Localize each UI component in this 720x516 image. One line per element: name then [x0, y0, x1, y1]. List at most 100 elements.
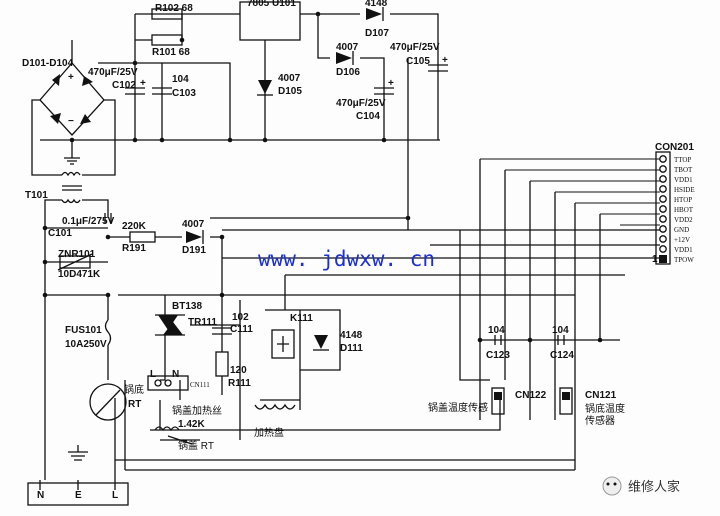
- label-c124: C124: [550, 350, 574, 361]
- wechat-icon-eye: [606, 482, 610, 486]
- label-d107-value: 4148: [365, 0, 388, 9]
- label-d106-value: 4007: [336, 42, 359, 53]
- diode-d105: [257, 80, 273, 96]
- resistor-r191: [129, 231, 156, 243]
- label-d191-value: 4007: [182, 219, 205, 230]
- lid-heater-coil: [154, 426, 180, 432]
- con201-pin-htop-4: HTOP: [674, 196, 692, 204]
- label-n: N: [172, 369, 179, 380]
- heater-plate-coil: [254, 403, 296, 410]
- footer-text: 维修人家: [628, 479, 680, 495]
- junction-dots: [42, 11, 603, 343]
- triac-bt138: [155, 314, 185, 336]
- cap-plus-c104: +: [388, 78, 394, 89]
- label-c111-value: 102: [232, 312, 249, 323]
- label-c124-value: 104: [552, 325, 569, 336]
- label-t101: T101: [25, 190, 48, 201]
- resistor-r101: [151, 34, 183, 46]
- label-r101: R101 68: [152, 47, 190, 58]
- resistor-r102: [151, 8, 183, 20]
- bridge-plus: +: [68, 72, 74, 83]
- label-c101-value: 0.1μF/275V: [62, 216, 115, 227]
- con201-pin-tbot-1: TBOT: [674, 166, 693, 174]
- fuse-fus101: [104, 319, 112, 346]
- label-bridge: D101-D104: [22, 58, 74, 69]
- diode-d111: [313, 335, 329, 351]
- label-r111-value: 120: [230, 365, 247, 376]
- cn111-pin: [154, 379, 162, 387]
- cn121-pin: [562, 392, 570, 400]
- con201-pin-labels: TTOPTBOTVDD1HSIDEHTOPHBOTVDD2GND+12VVDD1…: [674, 156, 695, 264]
- connector-cn121: [559, 387, 573, 415]
- cap-plus-c102: +: [140, 78, 146, 89]
- cn122-pin: [494, 392, 502, 400]
- con201-pin-vdd2-6: VDD2: [674, 216, 693, 224]
- label-c101: C101: [48, 228, 72, 239]
- footer-logo: 维修人家: [602, 476, 680, 496]
- transformer-t101: [61, 171, 82, 204]
- connector-cn111: [147, 375, 189, 391]
- capacitor-c101: [104, 213, 112, 223]
- label-bt138: BT138: [172, 301, 202, 312]
- label-base-sensor-2: 传感器: [585, 414, 615, 427]
- label-r111: R111: [228, 378, 251, 389]
- relay-k111: [271, 329, 295, 359]
- label-c104-value: 470μF/25V: [336, 98, 386, 109]
- label-cn122: CN122: [515, 390, 547, 401]
- label-d111-value: 4148: [340, 330, 363, 341]
- varistor-znr101: [59, 255, 91, 269]
- label-znr101: ZNR101: [58, 249, 96, 260]
- terminal-l: L: [112, 490, 118, 501]
- regulator-7805: [239, 1, 301, 41]
- label-c123-value: 104: [488, 325, 505, 336]
- label-l: L: [150, 369, 156, 380]
- label-d106: D106: [336, 67, 360, 78]
- label-lid-heater-value: 1.42K: [178, 419, 205, 430]
- con201-pin-12v-8: +12V: [674, 236, 690, 244]
- label-cn111: CN111: [190, 381, 210, 389]
- label-base-rt-1: 锅底: [124, 383, 144, 396]
- label-r191-value: 220K: [122, 221, 147, 232]
- label-cn121: CN121: [585, 390, 617, 401]
- con201-pin-ttop-0: TTOP: [674, 156, 691, 164]
- con201-pin-hbot-5: HBOT: [674, 206, 694, 214]
- label-lid-sensor: 锅盖温度传感: [428, 401, 488, 414]
- label-c102: C102: [112, 80, 136, 91]
- capacitor-c124: [557, 335, 565, 345]
- bridge-minus: −: [68, 116, 74, 127]
- label-d107: D107: [365, 28, 389, 39]
- label-base-sensor-1: 锅底温度: [585, 402, 625, 415]
- label-c123: C123: [486, 350, 510, 361]
- label-base-rt-2: RT: [128, 399, 141, 410]
- label-con201: CON201: [655, 142, 694, 153]
- capacitor-c105: [428, 64, 448, 72]
- label-c102-value: 470μF/25V: [88, 67, 138, 78]
- resistor-r111: [215, 351, 229, 377]
- label-d191: D191: [182, 245, 206, 256]
- con201-pin-one: 1: [652, 254, 658, 265]
- label-c104: C104: [356, 111, 380, 122]
- con201-pin-vdd1-9: VDD1: [674, 246, 693, 254]
- label-c105-value: 470μF/25V: [390, 42, 440, 53]
- capacitor-c111: [212, 327, 232, 335]
- label-fus-value: 10A250V: [65, 339, 107, 350]
- wechat-icon-eye: [613, 482, 617, 486]
- label-r191: R191: [122, 243, 146, 254]
- label-r102: R102 68: [155, 3, 193, 14]
- label-c111: C111: [230, 324, 253, 335]
- ground-symbol: [64, 157, 80, 165]
- capacitor-c104: [374, 87, 394, 95]
- diode-d106: [336, 51, 354, 65]
- connector-con201: [655, 151, 671, 265]
- label-d105-value: 4007: [278, 73, 301, 84]
- label-fus101: FUS101: [65, 325, 102, 336]
- bridge-rectifier: [50, 74, 93, 124]
- label-heater-plate: 加热盘: [254, 426, 284, 439]
- label-lid-rt: 锅盖 RT: [178, 439, 214, 452]
- capacitor-c102: [125, 87, 145, 95]
- connector-cn122: [491, 387, 505, 415]
- wechat-icon: [602, 476, 622, 496]
- diode-d191: [186, 230, 204, 244]
- capacitor-c123: [494, 335, 502, 345]
